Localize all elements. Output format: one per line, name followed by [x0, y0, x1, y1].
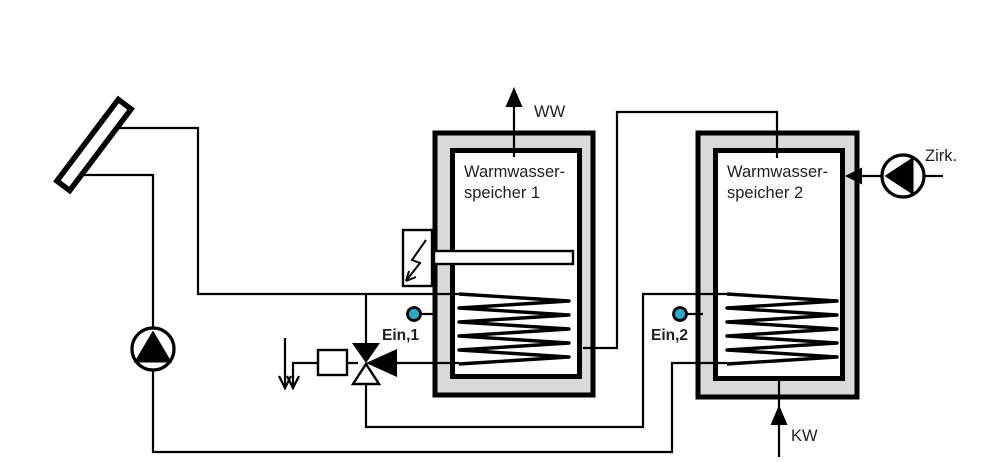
sensor-dot-ein1: [406, 306, 422, 322]
drain-arrow-icon: [278, 375, 300, 391]
kw-flow-arrow-icon: [770, 405, 788, 425]
sensor-label-ein2: Ein,2: [651, 327, 689, 344]
solar-collector-icon: [53, 95, 135, 195]
zirk-flow-arrow-icon: [845, 167, 862, 185]
heating-element-icon: [432, 249, 575, 266]
tank1-label-line2: speicher 1: [464, 184, 541, 202]
heat-exchanger-coil-1: [457, 292, 571, 366]
sensor-label-ein1: Ein,1: [382, 327, 420, 344]
ww-flow-arrow-icon: [505, 87, 523, 107]
electric-heater-lightning-icon: [405, 239, 427, 282]
valve-actuator-icon: [316, 348, 349, 377]
tank2-label-line1: Warmwasser-: [727, 163, 829, 181]
zirk-label: Zirk.: [925, 147, 958, 165]
electric-heater: [401, 228, 575, 288]
tank2-label: Warmwasser- speicher 2: [727, 162, 828, 204]
three-way-valve-icon: [350, 343, 397, 386]
tank1-label: Warmwasser- speicher 1: [464, 162, 565, 204]
solar-pump-icon: [130, 326, 176, 372]
tank1-label-line1: Warmwasser-: [464, 163, 566, 181]
ww-label: WW: [534, 103, 566, 121]
tank2-label-line2: speicher 2: [727, 184, 804, 202]
circulation-pump-icon: [880, 153, 926, 199]
kw-label: KW: [791, 427, 818, 445]
heat-exchanger-coil-2: [725, 292, 839, 366]
sensor-dot-ein2: [672, 306, 688, 322]
